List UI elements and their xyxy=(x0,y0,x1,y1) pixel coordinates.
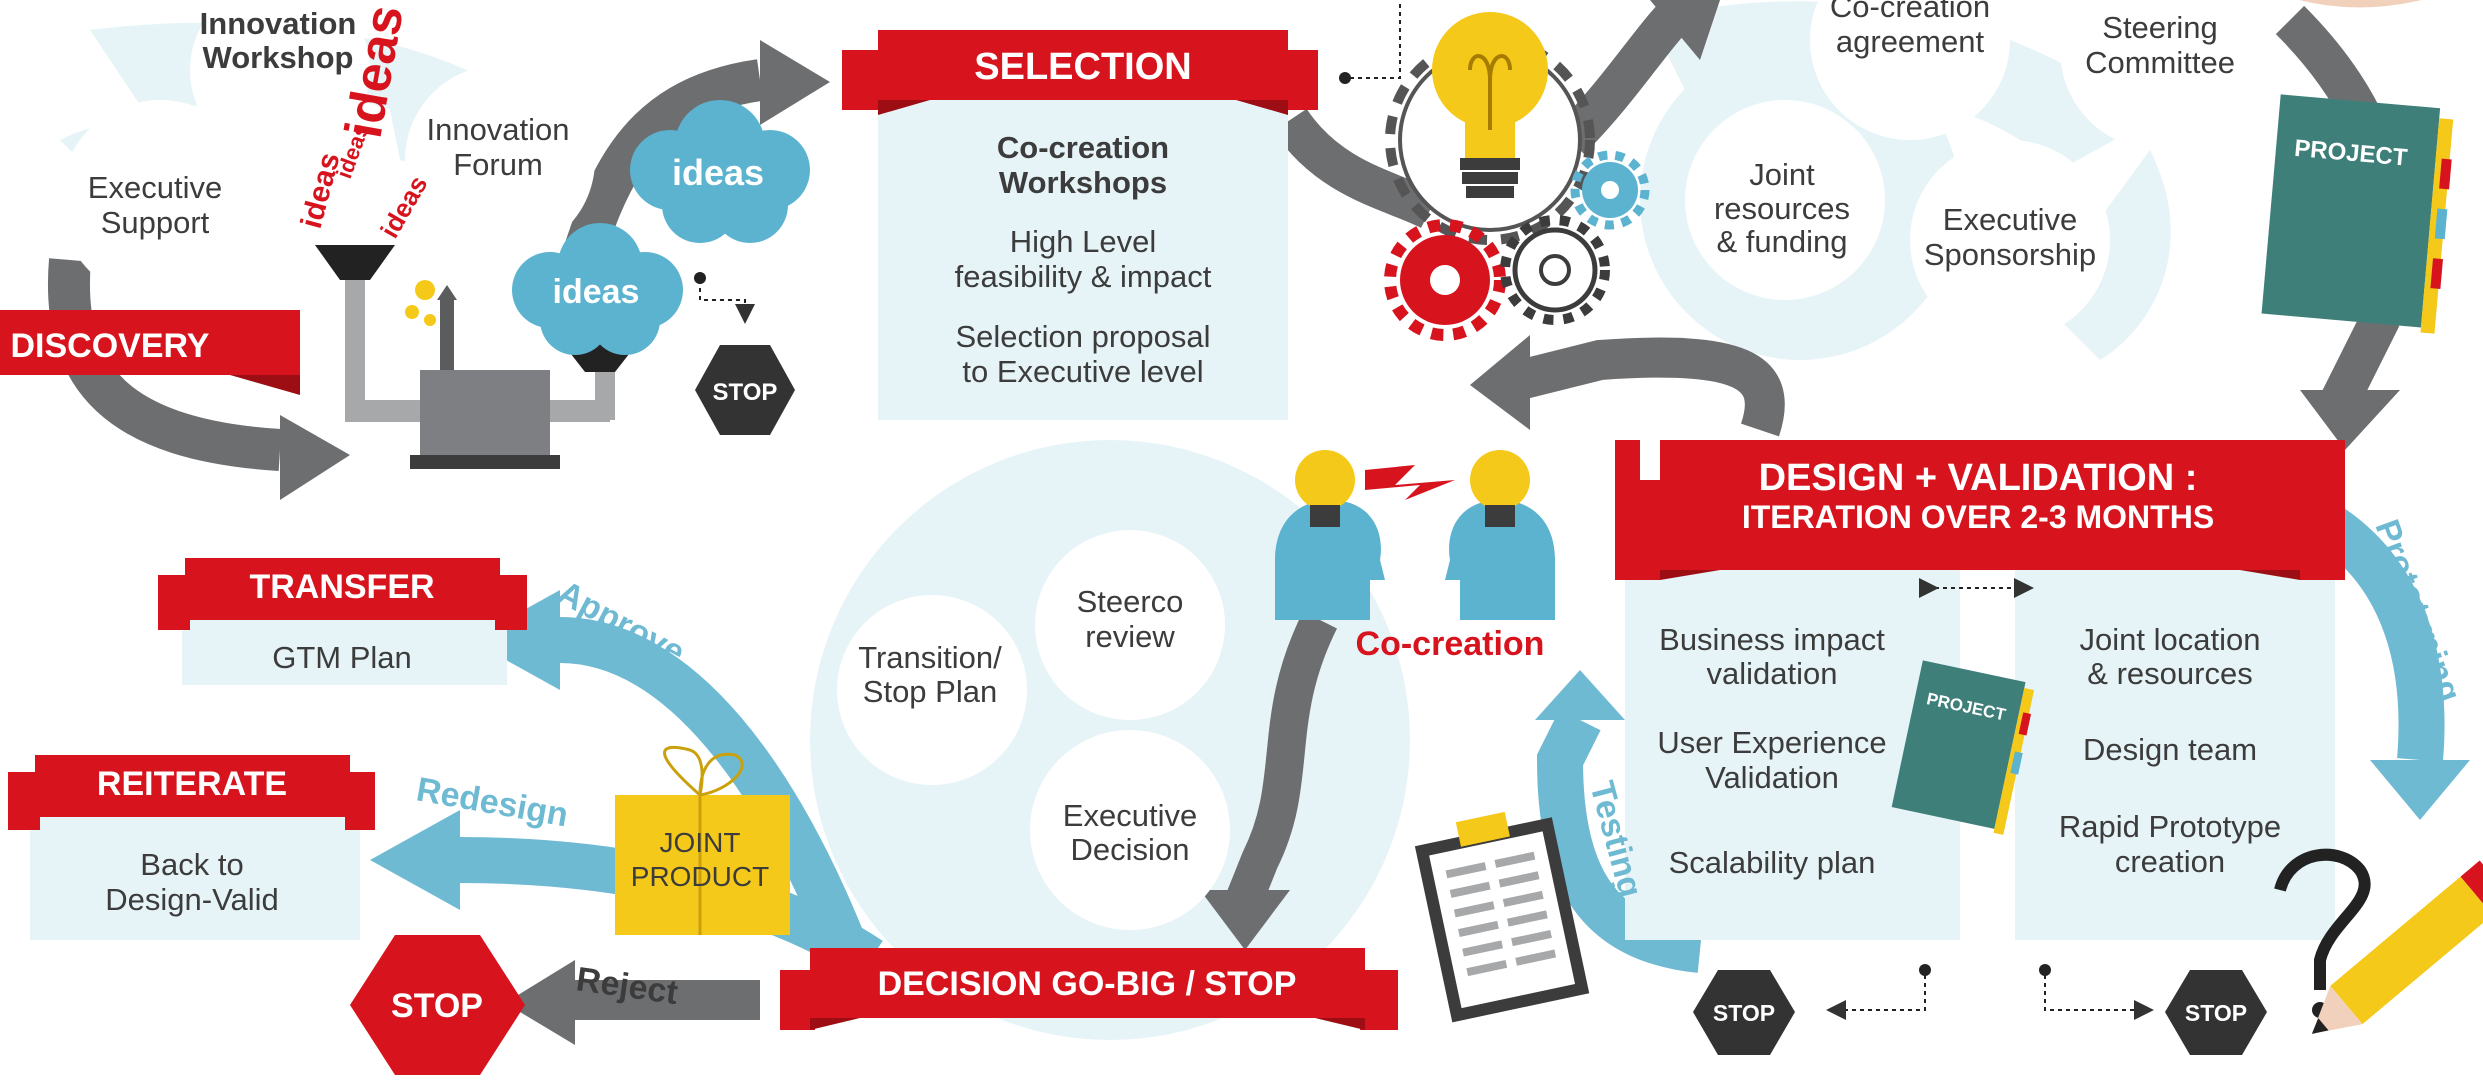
design-right-item-5: creation xyxy=(2115,844,2225,879)
design-left-item-2: validation xyxy=(1707,656,1838,691)
transfer-banner-label: TRANSFER xyxy=(249,568,434,606)
ideas-cloud-1 xyxy=(630,100,810,243)
selection-banner-label: SELECTION xyxy=(974,46,1191,88)
selection-line-6: to Executive level xyxy=(962,354,1203,389)
agreement-item-5: Joint xyxy=(1749,157,1815,192)
selection-line-4: feasibility & impact xyxy=(955,259,1212,294)
selection-banner xyxy=(878,30,1288,100)
transfer-banner xyxy=(185,558,500,620)
decision-section: Steerco review Transition/ Stop Plan Exe… xyxy=(615,530,1398,1030)
reject-stop-label: STOP xyxy=(391,987,483,1025)
agreement-item-1: Co-creation xyxy=(1830,0,1990,24)
agreement-item-2: agreement xyxy=(1836,24,1985,59)
design-stop-left-sign xyxy=(1693,970,1795,1055)
agreement-item-4: Committee xyxy=(2085,45,2235,80)
project-book-small-icon: PROJECT xyxy=(1891,660,2035,835)
question-mark-icon xyxy=(2274,848,2371,990)
discovery-item-5: Executive xyxy=(88,170,222,205)
decision-item-1: Steerco xyxy=(1077,584,1184,619)
design-left-item-4: Validation xyxy=(1705,760,1839,795)
transfer-text: GTM Plan xyxy=(272,640,412,675)
design-right-item-1: Joint location xyxy=(2080,622,2261,657)
design-left-item-1: Business impact xyxy=(1659,622,1885,657)
selection-section: SELECTION Co-creation Workshops High Lev… xyxy=(842,0,1401,420)
agreement-item-9: Sponsorship xyxy=(1924,237,2096,272)
cocreation-label: Co-creation xyxy=(1356,625,1545,663)
cyan-arrowheads xyxy=(370,590,2470,910)
selection-line-3: High Level xyxy=(1010,224,1156,259)
reject-stop-sign xyxy=(350,935,525,1075)
outline-gear-icon xyxy=(1500,215,1610,325)
clipboard-icon xyxy=(1414,811,1590,1023)
joint-product-line1: JOINT xyxy=(660,827,741,858)
project-book-icon: PROJECT xyxy=(2261,94,2454,334)
selection-line-5: Selection proposal xyxy=(955,319,1210,354)
design-stop-left-label: STOP xyxy=(1713,1000,1775,1026)
decision-banner-label: DECISION GO-BIG / STOP xyxy=(878,965,1297,1003)
decision-item-6: Decision xyxy=(1071,832,1190,867)
cocreation-icon: Co-creation xyxy=(1275,450,1555,663)
reiterate-banner-label: REITERATE xyxy=(97,765,287,803)
idea-machine-icon xyxy=(315,245,640,469)
blue-gear-icon xyxy=(1570,150,1650,230)
discovery-section: Innovation Workshop Innovation Forum Exe… xyxy=(0,0,810,469)
discovery-banner-label: DISCOVERY xyxy=(10,327,209,365)
design-right-item-3: Design team xyxy=(2083,732,2257,767)
selection-line-1: Co-creation xyxy=(997,130,1169,165)
agreement-item-8: Executive xyxy=(1943,202,2077,237)
discovery-item-1: Innovation xyxy=(200,6,357,41)
design-banner-line2: ITERATION OVER 2-3 MONTHS xyxy=(1742,499,2214,535)
discovery-stop-label: STOP xyxy=(713,379,778,406)
decision-item-3: Transition/ xyxy=(858,640,1002,675)
discovery-item-6: Support xyxy=(101,205,210,240)
design-stop-right-label: STOP xyxy=(2185,1000,2247,1026)
joint-product-box-icon: JOINT PRODUCT xyxy=(615,745,790,935)
discovery-item-4: Forum xyxy=(453,147,543,182)
selection-box xyxy=(878,90,1288,420)
discovery-banner xyxy=(0,310,300,375)
agreement-item-7: & funding xyxy=(1717,224,1848,259)
design-left-item-5: Scalability plan xyxy=(1669,845,1876,880)
decision-banner xyxy=(810,948,1365,1018)
lightbulb-gears-icon xyxy=(1384,12,1650,341)
reiterate-text-1: Back to xyxy=(140,847,243,882)
reiterate-banner xyxy=(35,755,350,817)
ideas-cloud-2 xyxy=(512,223,683,355)
agreement-section: Co-creation agreement Steering Committee… xyxy=(1685,0,2454,340)
ideas-cloud-2-label: ideas xyxy=(553,273,640,311)
spark-icon xyxy=(1365,465,1455,500)
design-left-box xyxy=(1625,540,1960,940)
design-left-item-3: User Experience xyxy=(1657,725,1886,760)
flow-arrowheads xyxy=(280,0,2400,1045)
design-right-item-4: Rapid Prototype xyxy=(2059,809,2281,844)
design-banner-line1: DESIGN + VALIDATION : xyxy=(1759,457,2198,499)
joint-product-line2: PRODUCT xyxy=(631,861,769,892)
red-gear-icon xyxy=(1384,219,1506,341)
agreement-item-6: resources xyxy=(1714,191,1850,226)
agreement-item-3: Steering xyxy=(2102,10,2217,45)
design-right-item-2: & resources xyxy=(2087,656,2252,691)
reiterate-text-2: Design-Valid xyxy=(105,882,278,917)
decision-item-2: review xyxy=(1085,619,1175,654)
discovery-item-3: Innovation xyxy=(426,112,569,147)
decision-item-4: Stop Plan xyxy=(863,674,997,709)
discovery-stop-sign xyxy=(695,345,795,435)
pencil-icon xyxy=(2311,860,2483,1034)
ideas-cloud-1-label: ideas xyxy=(672,152,764,193)
design-stop-right-sign xyxy=(2165,970,2267,1055)
selection-line-2: Workshops xyxy=(999,165,1167,200)
decision-item-5: Executive xyxy=(1063,798,1197,833)
discovery-item-2: Workshop xyxy=(203,40,354,75)
reject-section: STOP Reject xyxy=(350,935,680,1075)
